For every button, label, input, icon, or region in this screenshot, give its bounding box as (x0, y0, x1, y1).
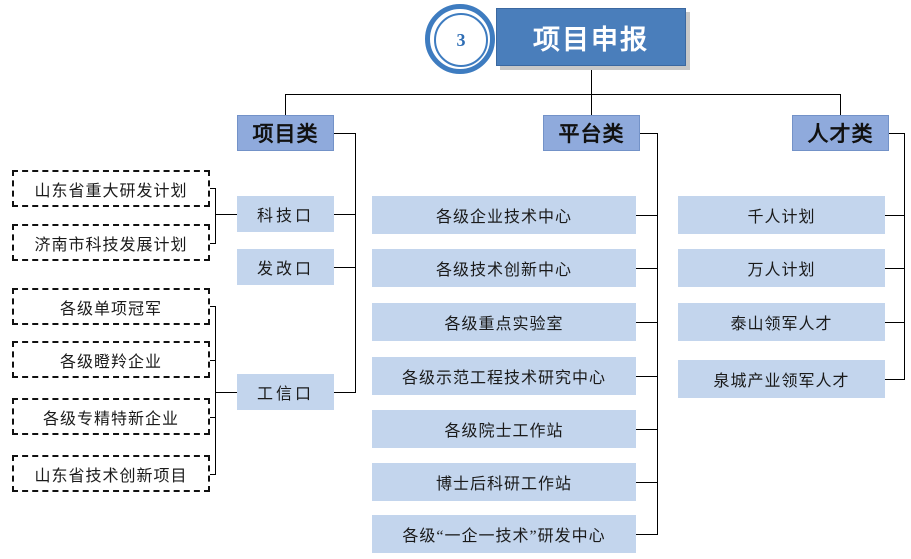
detail-box-specialized-enterprise-label: 各级专精特新企业 (42, 410, 179, 428)
platform-box-3: 各级重点实验室 (372, 303, 636, 341)
category-header-projects: 项目类 (237, 115, 334, 151)
platforms-stub-6 (636, 482, 658, 483)
platform-box-7-label: 各级“一企一技术”研发中心 (402, 528, 606, 545)
root-stem (591, 70, 592, 94)
projects-stub-kejikou (334, 214, 356, 215)
talent-box-4-label: 泉城产业领军人才 (713, 373, 850, 390)
platform-box-1: 各级企业技术中心 (372, 196, 636, 234)
platforms-stub-1 (636, 215, 658, 216)
root-title-box: 项目申报 (496, 8, 686, 66)
detail-box-specialized-enterprise: 各级专精特新企业 (12, 398, 210, 435)
talent-box-2-label: 万人计划 (747, 262, 816, 279)
detail-box-jinan-tech-plan-label: 济南市科技发展计划 (34, 236, 188, 254)
root-drop-projects (285, 94, 286, 115)
detail-box-jinan-tech-plan: 济南市科技发展计划 (12, 224, 210, 261)
platform-box-2: 各级技术创新中心 (372, 249, 636, 287)
platform-box-2-label: 各级技术创新中心 (435, 262, 572, 279)
platform-box-5: 各级院士工作站 (372, 410, 636, 448)
step-badge-number: 3 (456, 29, 466, 50)
talent-box-1-label: 千人计划 (747, 209, 816, 226)
step-badge: 3 (425, 4, 495, 74)
talent-box-2: 万人计划 (678, 249, 885, 287)
platform-box-1-label: 各级企业技术中心 (435, 209, 572, 226)
talent-bus (904, 133, 905, 379)
platform-box-4-label: 各级示范工程技术研究中心 (401, 370, 606, 387)
branch-box-kejikou: 科技口 (237, 196, 334, 232)
gongxinkou-detail-stub-2 (205, 360, 216, 361)
platforms-stub-4 (636, 376, 658, 377)
category-header-talent-label: 人才类 (807, 122, 874, 146)
kejikou-detail-stub-2 (205, 243, 216, 244)
category-header-projects-label: 项目类 (252, 122, 319, 146)
detail-box-shandong-rd-plan: 山东省重大研发计划 (12, 170, 210, 207)
kejikou-detail-bus (215, 188, 216, 243)
branch-box-gongxinkou-label: 工信口 (256, 386, 314, 403)
detail-box-shandong-rd-plan-label: 山东省重大研发计划 (34, 182, 188, 200)
projects-stub-fagaikou (334, 267, 356, 268)
detail-box-gazelle-enterprise: 各级瞪羚企业 (12, 341, 210, 378)
platform-box-7: 各级“一企一技术”研发中心 (372, 515, 636, 553)
platform-box-6: 博士后科研工作站 (372, 463, 636, 501)
platforms-head-stub (640, 133, 658, 134)
root-bus (285, 94, 841, 95)
gongxinkou-detail-stub-1 (205, 306, 216, 307)
branch-box-fagaikou-label: 发改口 (256, 261, 314, 278)
platforms-stub-3 (636, 322, 658, 323)
talent-box-1: 千人计划 (678, 196, 885, 234)
root-title-label: 项目申报 (533, 24, 649, 55)
talent-box-3: 泰山领军人才 (678, 303, 885, 341)
branch-box-gongxinkou: 工信口 (237, 374, 334, 410)
platform-box-4: 各级示范工程技术研究中心 (372, 357, 636, 395)
talent-box-4: 泉城产业领军人才 (678, 360, 885, 398)
detail-box-single-champion: 各级单项冠军 (12, 288, 210, 325)
talent-stub-2 (885, 268, 905, 269)
detail-box-shandong-innovation-project-label: 山东省技术创新项目 (34, 467, 188, 485)
platforms-stub-5 (636, 429, 658, 430)
gongxinkou-detail-stub-4 (205, 474, 216, 475)
talent-stub-1 (885, 215, 905, 216)
projects-bus (355, 133, 356, 392)
platforms-stub-7 (636, 534, 658, 535)
gongxinkou-left-stub (215, 392, 237, 393)
projects-stub-gongxinkou (334, 392, 356, 393)
branch-box-fagaikou: 发改口 (237, 249, 334, 285)
platform-box-3-label: 各级重点实验室 (444, 316, 564, 333)
category-header-platforms: 平台类 (543, 115, 640, 151)
detail-box-shandong-innovation-project: 山东省技术创新项目 (12, 455, 210, 492)
platforms-stub-2 (636, 268, 658, 269)
kejikou-detail-stub-1 (205, 188, 216, 189)
talent-box-3-label: 泰山领军人才 (730, 316, 833, 333)
category-header-platforms-label: 平台类 (558, 122, 625, 146)
step-badge-inner-ring: 3 (434, 13, 488, 67)
gongxinkou-detail-bus (215, 306, 216, 474)
root-drop-platforms (591, 94, 592, 115)
projects-head-stub (334, 133, 356, 134)
gongxinkou-detail-stub-3 (205, 417, 216, 418)
category-header-talent: 人才类 (792, 115, 889, 151)
kejikou-left-stub (215, 214, 237, 215)
platform-box-6-label: 博士后科研工作站 (435, 476, 572, 493)
detail-box-single-champion-label: 各级单项冠军 (59, 300, 162, 318)
talent-stub-3 (885, 322, 905, 323)
platform-box-5-label: 各级院士工作站 (444, 423, 564, 440)
talent-stub-4 (885, 379, 905, 380)
talent-head-stub (889, 133, 905, 134)
detail-box-gazelle-enterprise-label: 各级瞪羚企业 (59, 353, 162, 371)
branch-box-kejikou-label: 科技口 (256, 208, 314, 225)
root-drop-talent (840, 94, 841, 115)
platforms-bus (657, 133, 658, 534)
